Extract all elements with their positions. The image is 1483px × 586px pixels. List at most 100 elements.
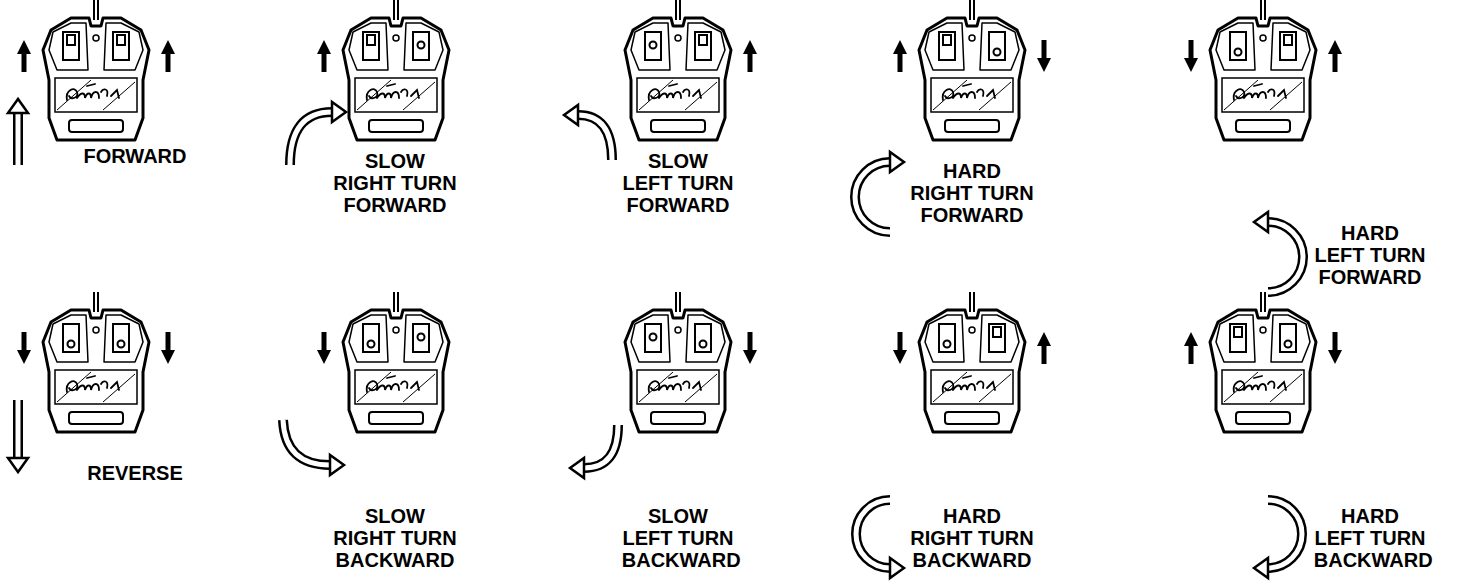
paddle-outline [1271,23,1310,70]
arrow-shaft [322,52,327,72]
antenna-cord [93,292,95,312]
switch-body [645,324,661,352]
arrow-shaft [898,332,903,352]
remote-body [343,310,449,432]
direction-arrow [161,332,175,364]
antenna-cord [679,292,681,312]
remote-control [625,292,731,432]
arrow-head [330,455,344,475]
direction-arrow [893,332,907,364]
switch-knob [699,35,707,45]
arrow-head [893,350,907,364]
antenna-cord [1260,0,1262,20]
caption-label: SLOW RIGHT TURN FORWARD [333,150,458,216]
switch-knob [117,35,125,45]
arrow-shaft [1189,344,1194,364]
label-panel [1222,78,1304,112]
arrow-head [17,350,31,364]
arrow-outline [13,113,23,165]
caption-label: REVERSE [73,462,197,484]
logo-scribble [649,376,701,392]
arrow-fill [1268,500,1302,568]
caption-label: HARD LEFT TURN FORWARD [1314,222,1427,288]
paddle-outline [349,23,388,70]
motion-arrow [564,105,612,160]
switch-body [1280,32,1296,60]
antenna-cord [97,0,99,20]
antenna-cord [679,0,681,20]
arrow-shaft [1189,40,1194,60]
direction-arrow [1037,40,1051,72]
center-dot [675,327,681,333]
paddle-outline [686,315,725,362]
remote-control [43,0,149,140]
remote-control [343,0,449,140]
arrow-head [1184,332,1198,346]
motion-arrow [283,420,344,475]
arrow-shaft [322,332,327,352]
arrow-head [890,558,904,578]
switch-knob [700,341,707,348]
paddle-outline [925,23,964,70]
motion-arrow [8,99,28,165]
switch-body [63,324,79,352]
label-panel [1222,370,1304,404]
switch-knob [67,35,75,45]
remote-body [343,18,449,140]
label-panel [931,370,1013,404]
arrow-head [1184,58,1198,72]
switch-knob [418,334,425,341]
handle-slot [1236,120,1290,132]
arrow-outline [1268,222,1303,292]
antenna-cord [1264,292,1266,312]
switch-body [1230,324,1246,352]
paddle-outline [49,315,88,362]
remote-body [1210,310,1316,432]
arrow-outline [584,425,618,468]
antenna-cord [1260,292,1262,312]
switch-body [413,32,429,60]
direction-arrow [1184,40,1198,72]
switch-body [363,324,379,352]
logo-scribble [367,84,419,100]
paddle-outline [686,23,725,70]
logo-scribble [1234,84,1286,100]
switch-knob [1284,35,1292,45]
paddle-outline [980,315,1019,362]
switch-knob [943,35,951,45]
center-dot [969,327,975,333]
logo-scribble [649,84,701,100]
switch-body [113,32,129,60]
direction-arrow [1328,40,1342,72]
arrow-shaft [1042,40,1047,60]
switch-knob [994,49,1001,56]
label-panel [931,78,1013,112]
caption-label: FORWARD [73,145,197,167]
switch-body [1280,324,1296,352]
antenna-cord [393,292,395,312]
arrow-shaft [22,332,27,352]
switch-body [939,324,955,352]
antenna-cord [397,292,399,312]
arrow-head [743,350,757,364]
arrow-head [161,350,175,364]
paddle-outline [631,23,670,70]
switch-knob [368,341,375,348]
switch-body [695,324,711,352]
caption-label: HARD RIGHT TURN FORWARD [910,160,1035,226]
antenna-cord [675,0,677,20]
antenna-cord [675,292,677,312]
switch-knob [118,341,125,348]
arrow-shaft [22,52,27,72]
direction-arrow [743,40,757,72]
direction-arrow [17,40,31,72]
arrow-fill [855,162,890,232]
arrow-head [570,458,584,478]
paddle-outline [104,315,143,362]
center-dot [393,35,399,41]
remote-control [1210,0,1316,140]
label-panel [637,370,719,404]
motion-arrow [1254,212,1303,292]
